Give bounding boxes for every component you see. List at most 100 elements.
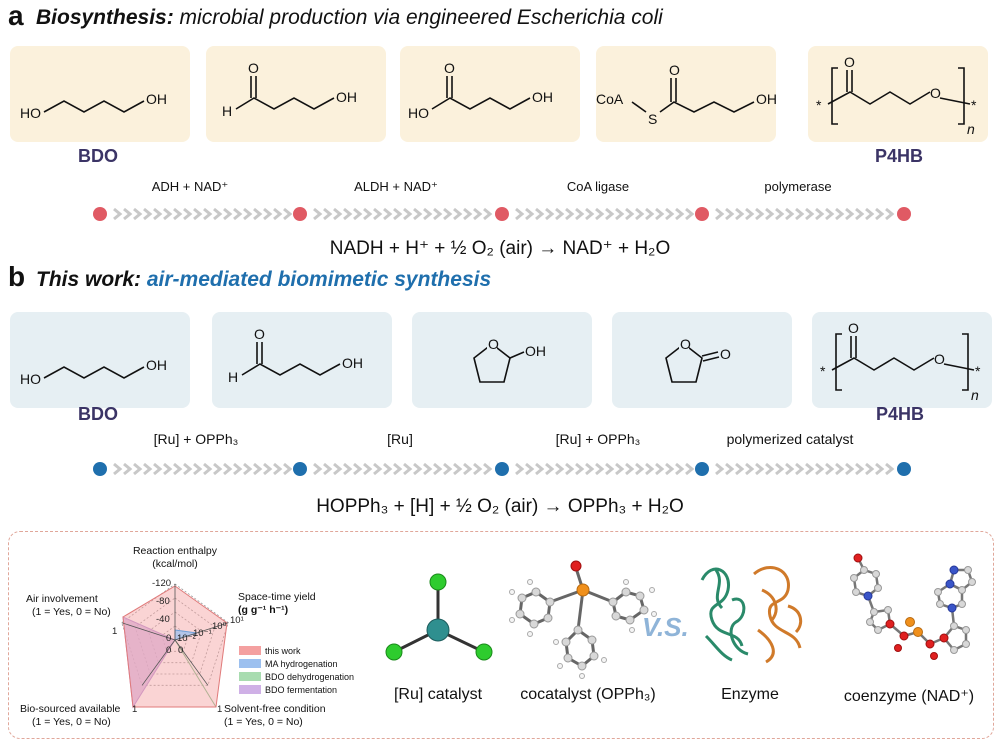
pathway-a-node-1	[93, 207, 107, 221]
chevron-arrow-icon	[443, 207, 453, 221]
chevron-arrow-icon	[383, 207, 393, 221]
chevron-arrow-icon	[645, 207, 655, 221]
p4hb-structure-b: O O * * n	[820, 320, 981, 403]
end-star-left: *	[820, 363, 826, 379]
butyrolactone-structure: O O	[665, 336, 731, 383]
chevron-arrow-icon	[605, 207, 615, 221]
chevron-arrow-icon	[825, 462, 835, 476]
enzyme-ribbon-model	[700, 565, 803, 664]
chevron-arrow-icon	[845, 462, 855, 476]
pathway-b-node-2	[293, 462, 307, 476]
pathway-b-node-4	[695, 462, 709, 476]
chevron-arrow-icon	[885, 462, 895, 476]
atom-o: O	[444, 60, 455, 76]
chevron-arrow-icon	[453, 462, 463, 476]
compound-label-bdo-b: BDO	[78, 404, 118, 424]
chevron-arrow-icon	[745, 207, 755, 221]
chevron-arrow-icon	[333, 207, 343, 221]
chevron-arrow-icon	[875, 207, 885, 221]
catalyst-label-1: [Ru] + OPPh₃	[153, 431, 239, 447]
atom-oh: OH	[146, 91, 167, 107]
chevron-arrow-icon	[615, 462, 625, 476]
chevron-arrow-icon	[443, 462, 453, 476]
chevron-arrow-icon	[233, 207, 243, 221]
compound-box-bdo-a: HO OH	[10, 46, 190, 142]
chevron-arrow-icon	[855, 462, 865, 476]
chevron-arrow-icon	[555, 462, 565, 476]
atom-oh: OH	[336, 89, 357, 105]
atom-o: O	[248, 60, 259, 76]
nad-model	[850, 553, 976, 660]
chevron-arrow-icon	[283, 462, 293, 476]
chevron-arrow-icon	[785, 207, 795, 221]
pathway-b-node-1	[93, 462, 107, 476]
chevron-arrow-icon	[595, 462, 605, 476]
chevron-arrow-icon	[403, 207, 413, 221]
compound-box-acid-a: O HO OH	[400, 46, 580, 142]
chevron-arrow-icon	[183, 207, 193, 221]
chevron-arrow-icon	[855, 207, 865, 221]
chevron-arrow-icon	[655, 462, 665, 476]
chevron-arrow-icon	[403, 462, 413, 476]
chevron-arrow-icon	[625, 207, 635, 221]
chevron-arrow-icon	[243, 207, 253, 221]
chevron-arrow-icon	[423, 462, 433, 476]
compound-box-lactone-b: O O	[612, 312, 792, 408]
panel-a-title-bold: Biosynthesis:	[36, 6, 174, 29]
atom-o-ester: O	[930, 85, 941, 101]
chevron-arrow-icon	[515, 462, 525, 476]
chevron-arrow-icon	[805, 462, 815, 476]
chevron-arrow-icon	[113, 207, 123, 221]
chevron-arrow-icon	[393, 207, 403, 221]
chevron-arrow-icon	[183, 462, 193, 476]
enzyme-label-4: polymerase	[764, 179, 832, 194]
chevron-arrow-icon	[143, 462, 153, 476]
hydroxybutanoic-acid-structure: O HO OH	[408, 60, 553, 121]
panel-a-title-rest: microbial production via engineered Esch…	[179, 6, 663, 29]
chevron-arrow-icon	[283, 207, 293, 221]
caption-coenzyme: coenzyme (NAD⁺)	[843, 688, 975, 705]
chevron-arrow-icon	[775, 462, 785, 476]
chevron-arrow-icon	[685, 462, 695, 476]
chevron-arrow-icon	[203, 207, 213, 221]
hydroxybutanal-structure: O H OH	[222, 60, 357, 119]
atom-o-ester: O	[934, 351, 945, 367]
chevron-arrow-icon	[765, 462, 775, 476]
chevron-arrow-icon	[413, 207, 423, 221]
caption-enzyme: Enzyme	[721, 686, 779, 703]
chevron-arrow-icon	[795, 207, 805, 221]
chevron-arrow-icon	[223, 462, 233, 476]
chevron-arrow-icon	[555, 207, 565, 221]
chevron-arrow-icon	[575, 207, 585, 221]
chevron-arrow-icon	[835, 462, 845, 476]
chevron-arrow-icon	[815, 207, 825, 221]
pathway-b-node-3	[495, 462, 509, 476]
chevron-arrow-icon	[153, 462, 163, 476]
chevron-arrow-icon	[545, 207, 555, 221]
chevron-arrow-icon	[765, 207, 775, 221]
pathway-a-node-2	[293, 207, 307, 221]
chevron-arrow-icon	[473, 462, 483, 476]
chevron-arrow-icon	[685, 207, 695, 221]
chevron-arrow-icon	[735, 207, 745, 221]
chevron-arrow-icon	[223, 207, 233, 221]
panel-a-title: Biosynthesis: microbial production via e…	[36, 6, 663, 30]
compound-label-p4hb-b: P4HB	[876, 404, 925, 424]
chevron-arrow-icon	[323, 462, 333, 476]
chevron-arrow-icon	[343, 462, 353, 476]
chevron-arrow-icon	[203, 462, 213, 476]
chevron-arrow-icon	[463, 207, 473, 221]
catalyst-label-4: polymerized catalyst	[726, 431, 854, 447]
chevron-arrow-icon	[163, 462, 173, 476]
chevron-arrow-icon	[665, 207, 675, 221]
chevron-arrow-icon	[625, 462, 635, 476]
chevron-arrow-icon	[453, 207, 463, 221]
chevron-arrow-icon	[193, 207, 203, 221]
atom-o-ring: O	[488, 336, 499, 352]
chevron-arrow-icon	[133, 462, 143, 476]
chevron-arrow-icon	[755, 207, 765, 221]
atom-oh: OH	[532, 89, 553, 105]
compound-label-p4hb-a: P4HB	[875, 146, 924, 166]
chevron-arrow-icon	[525, 207, 535, 221]
chevron-arrow-icon	[243, 462, 253, 476]
